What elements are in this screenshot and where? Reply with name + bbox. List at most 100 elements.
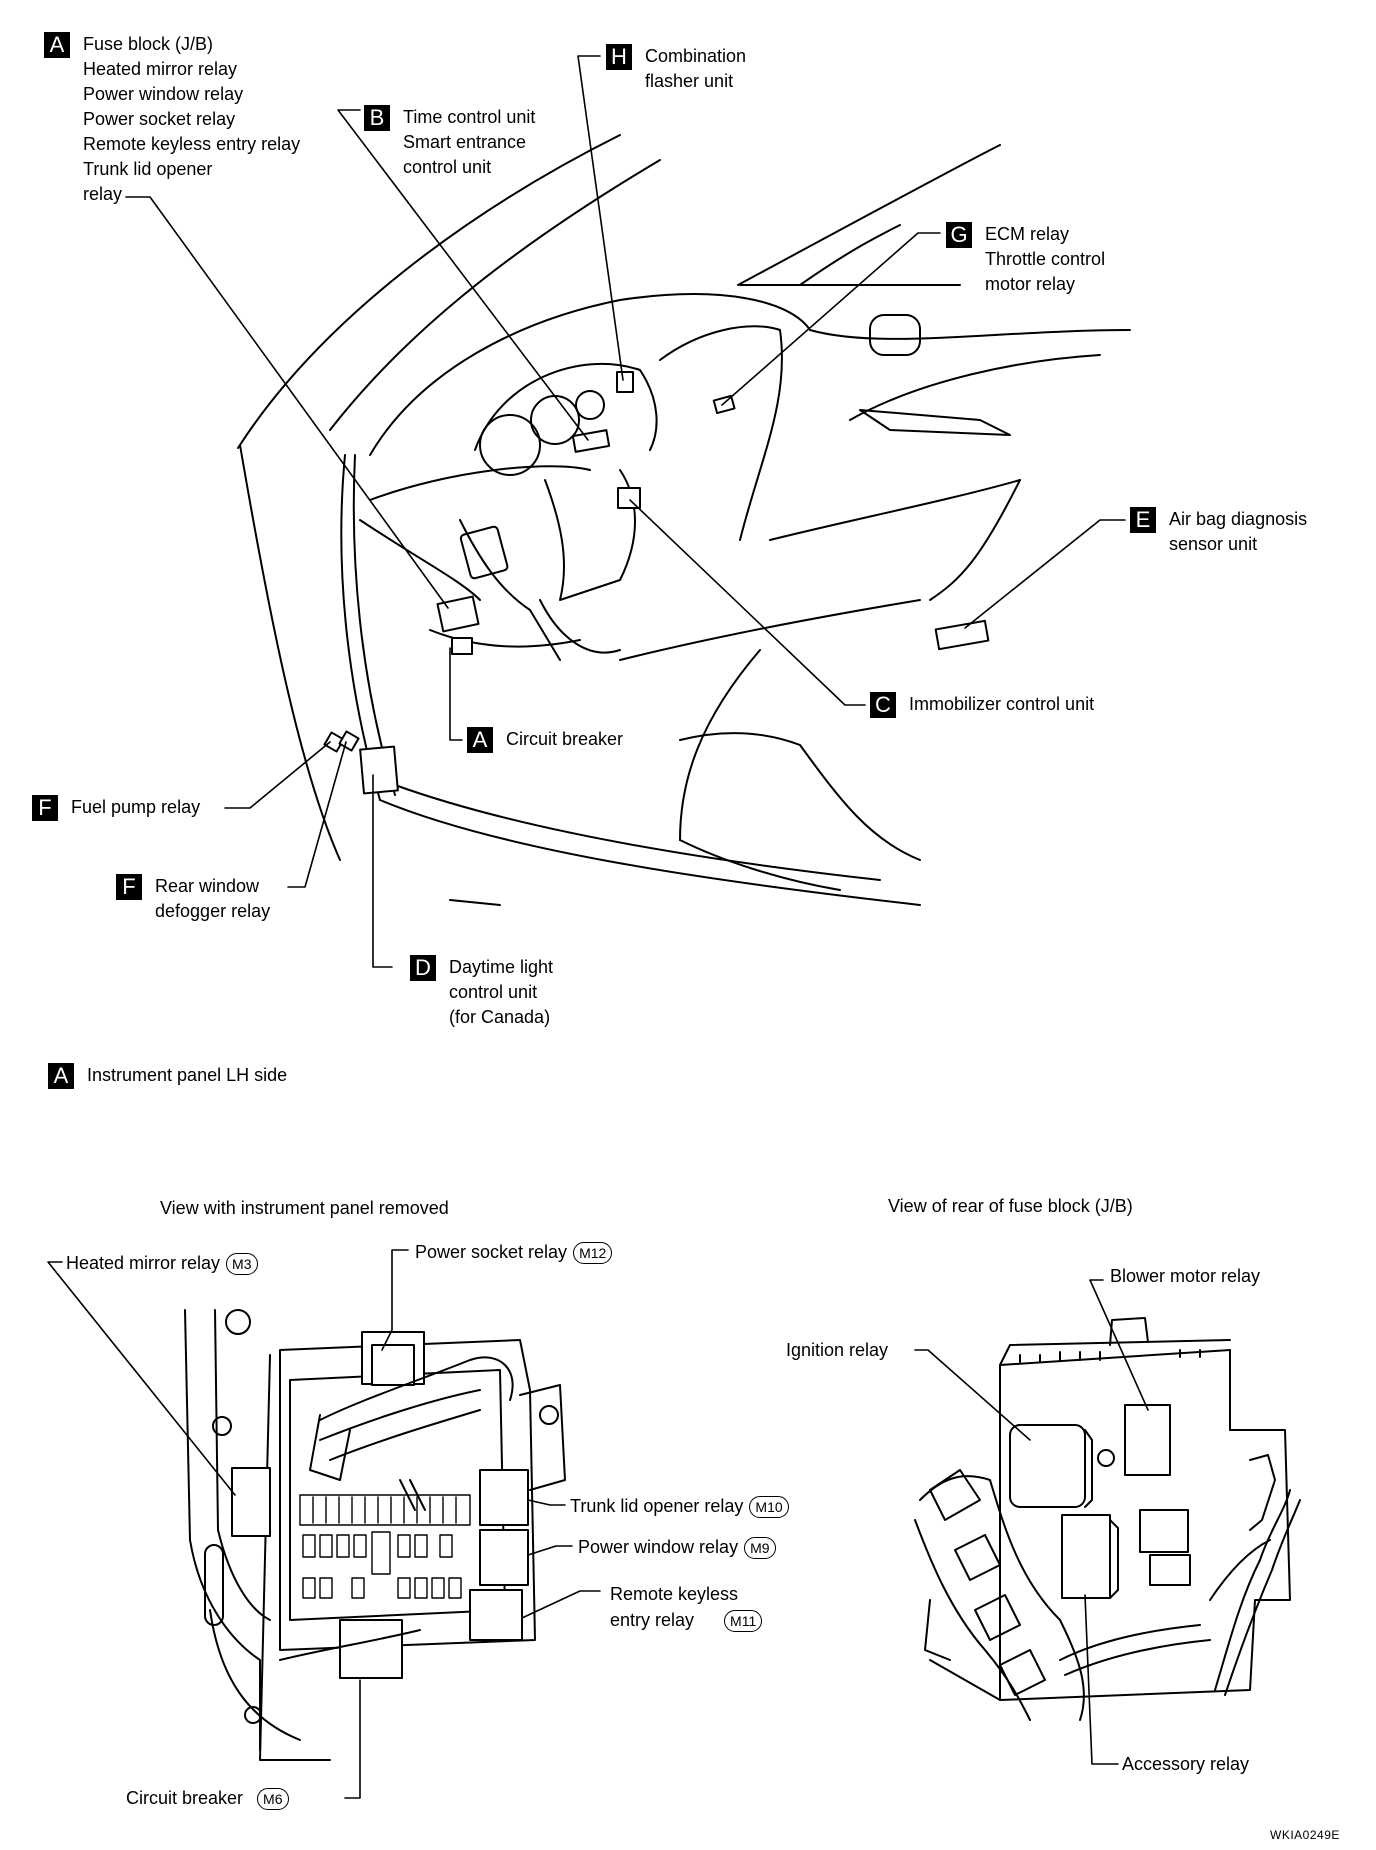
circuit-breaker-box (451, 637, 473, 655)
badge-b: B (364, 105, 390, 131)
badge-h: H (606, 44, 632, 70)
a-pillar-outer (239, 444, 341, 861)
trunk-lid-relay (479, 1469, 529, 1526)
badge-g: G (946, 222, 972, 248)
label-relay: relay (83, 184, 123, 204)
callout-fuse-block: A Fuse block (J/B) Heated mirror relay P… (44, 32, 300, 207)
roof-line-2 (799, 224, 901, 286)
label-power-socket-relay: Power socket relay (83, 109, 236, 129)
door-line-2 (394, 784, 881, 881)
callout-rear-window-defogger: F Rear window defogger relay (116, 874, 270, 924)
callout-ecm-relay: G ECM relay Throttle control motor relay (946, 222, 1105, 297)
label-control-unit: control unit (449, 982, 538, 1002)
badge-e: E (1130, 507, 1156, 533)
center-stack (659, 325, 783, 541)
glovebox-face (859, 409, 1011, 436)
callout-immobilizer: C Immobilizer control unit (870, 692, 1094, 718)
label-power-window-relay: Power window relay (83, 84, 244, 104)
dash-right-edge (929, 479, 1021, 601)
lower-dash (429, 629, 581, 648)
label-blower-motor-relay: Blower motor relay (1110, 1266, 1261, 1286)
gauge-right (575, 390, 605, 420)
label-immobilizer-control-unit: Immobilizer control unit (909, 694, 1095, 714)
label-rear-window: Rear window (155, 876, 260, 896)
fuse-grid (299, 1494, 471, 1599)
label-motor-relay: motor relay (985, 274, 1076, 294)
heated-mirror-relay (231, 1467, 271, 1537)
badge-c: C (870, 692, 896, 718)
gauge-center (530, 395, 580, 445)
connector-m9: M9 (744, 1537, 776, 1560)
label-instrument-panel-lh-side: Instrument panel LH side (87, 1065, 288, 1085)
label-flasher-unit: flasher unit (645, 71, 734, 91)
label-fuse-block: Fuse block (J/B) (83, 34, 214, 54)
callout-instrument-panel-lh: A Instrument panel LH side (48, 1063, 287, 1089)
leader-lines-top (125, 55, 1126, 968)
figure-code: WKIA0249E (1270, 1828, 1340, 1842)
immobilizer-box (617, 487, 641, 509)
label-fuel-pump-relay: Fuel pump relay (71, 797, 201, 817)
blower-motor-relay (1124, 1404, 1171, 1476)
callout-circuit-breaker: A Circuit breaker (467, 727, 623, 753)
connector-m3: M3 (226, 1253, 258, 1276)
connector-m6: M6 (257, 1788, 289, 1811)
label-time-control-unit: Time control unit (403, 107, 536, 127)
dash-lower (359, 519, 481, 601)
daytime-light-box (359, 745, 399, 795)
label-air-bag-diagnosis: Air bag diagnosis (1169, 509, 1308, 529)
label-remote-keyless: Remote keyless (610, 1584, 739, 1604)
floor-curve (619, 599, 921, 661)
callout-combination-flasher: H Combination flasher unit (606, 44, 746, 94)
dashboard-illustration (237, 134, 1131, 906)
seat-front (679, 732, 921, 861)
combination-flasher-box (616, 371, 634, 393)
steering-shroud (539, 599, 621, 654)
view-title-panel-removed: View with instrument panel removed (160, 1198, 449, 1218)
label-control-unit: control unit (403, 157, 492, 177)
air-bag-sensor-box (934, 619, 990, 651)
knee-panel (459, 519, 561, 661)
label-smart-entrance: Smart entrance (403, 132, 527, 152)
badge-a: A (48, 1063, 74, 1089)
vent-right (869, 314, 921, 356)
glovebox-lower (769, 479, 1021, 541)
accessory-relay (1061, 1514, 1111, 1599)
label-ignition-relay: Ignition relay (786, 1340, 889, 1360)
windshield-outline (237, 134, 621, 449)
label-defogger-relay: defogger relay (155, 901, 271, 921)
label-remote-keyless-relay: Remote keyless entry relay (83, 134, 301, 154)
door-line (379, 799, 921, 906)
badge-a: A (467, 727, 493, 753)
connector-m12: M12 (573, 1242, 613, 1265)
dashboard-components (323, 371, 990, 795)
label-throttle-control: Throttle control (985, 249, 1106, 269)
rear-defogger-relay-box (338, 730, 360, 752)
remote-keyless-relay (469, 1589, 523, 1641)
time-control-unit-box (571, 429, 611, 453)
vent-left (459, 525, 509, 580)
ecm-relay-box (712, 394, 736, 415)
rear-fuse-block-illustration (914, 1317, 1301, 1721)
label-ecm-relay: ECM relay (985, 224, 1070, 244)
badge-a: A (44, 32, 70, 58)
callout-time-control-unit: B Time control unit Smart entrance contr… (364, 105, 535, 180)
circuit-breaker-part (339, 1619, 403, 1679)
label-daytime-light: Daytime light (449, 957, 554, 977)
label-circuit-breaker: Circuit breaker (506, 729, 624, 749)
fuse-block-illustration (184, 1309, 566, 1761)
label-accessory-relay: Accessory relay (1122, 1754, 1250, 1774)
connector-m11: M11 (724, 1610, 763, 1633)
dash-face (369, 465, 591, 501)
power-window-relay (479, 1529, 529, 1586)
label-sensor-unit: sensor unit (1169, 534, 1258, 554)
leader-lines-right-view (914, 1279, 1149, 1765)
label-heated-mirror-relay: Heated mirror relay (83, 59, 238, 79)
badge-f: F (32, 795, 58, 821)
